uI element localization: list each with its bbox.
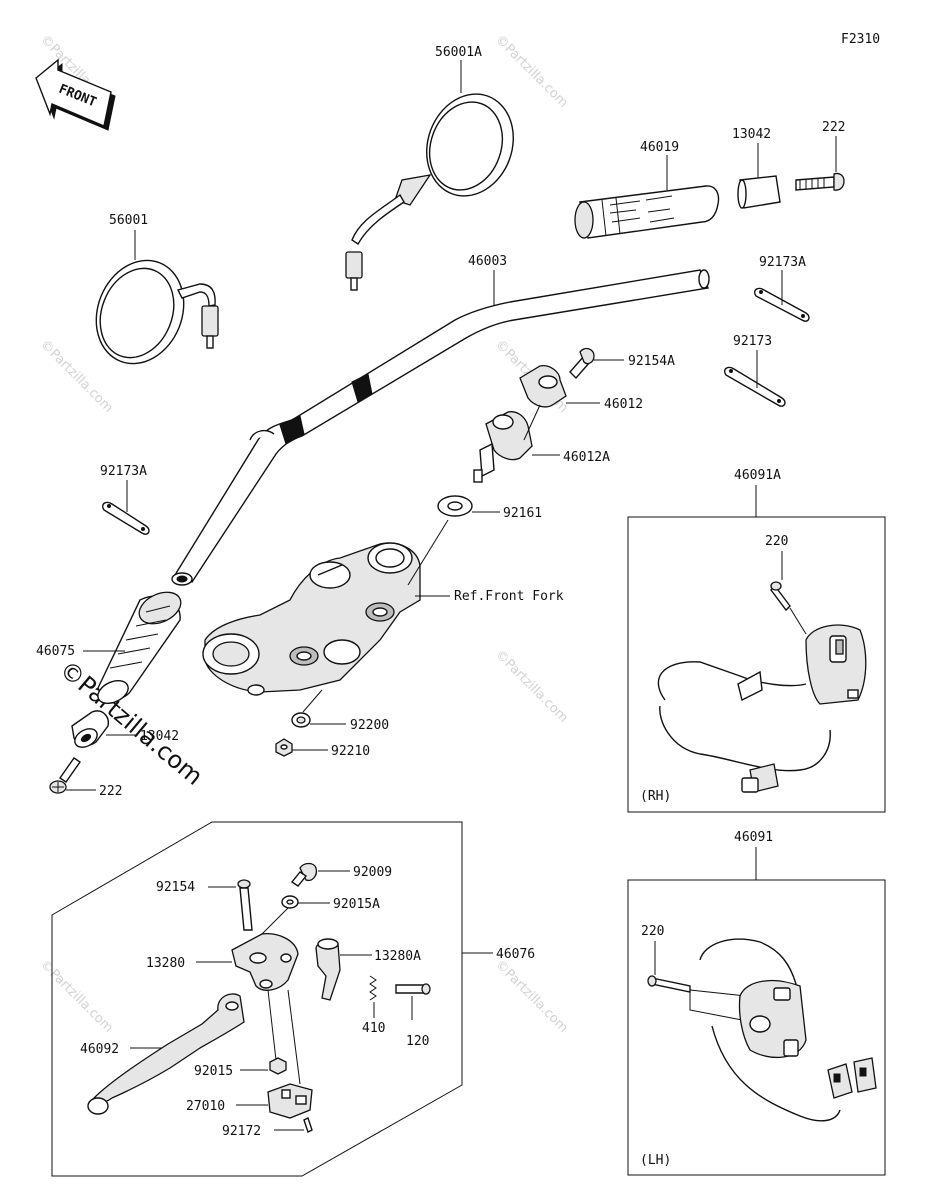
label-ref-front-fork: Ref.Front Fork [454, 589, 564, 604]
watermark-7: ©Partzilla.com [492, 957, 571, 1036]
label-92173: 92173 [733, 334, 772, 349]
triple-clamp [202, 519, 450, 696]
switch-rh-box [627, 516, 886, 813]
switch-rh [657, 581, 867, 793]
switch-27010 [236, 989, 313, 1119]
washer-92015A [261, 895, 330, 935]
label-222-right: 222 [822, 120, 845, 135]
grip-left [83, 591, 182, 705]
screw-left [49, 757, 96, 794]
plate-right [724, 350, 786, 407]
front-arrow-icon: FRONT [35, 58, 116, 131]
lever-46092 [87, 993, 245, 1115]
label-13042-right: 13042 [732, 127, 771, 142]
plate-left [102, 480, 150, 535]
watermark-6: ©Partzilla.com [37, 957, 116, 1036]
label-13280: 13280 [146, 956, 185, 971]
label-410: 410 [362, 1021, 385, 1036]
nut-clamp [275, 738, 328, 757]
label-92172: 92172 [222, 1124, 261, 1139]
bolt-lever [208, 879, 253, 931]
label-220-rh: 220 [765, 534, 788, 549]
label-46012A: 46012A [563, 450, 610, 465]
weight-left [71, 710, 138, 748]
bolt-holder [569, 347, 624, 380]
bracket-13280A [315, 938, 372, 1001]
label-46076: 46076 [496, 947, 535, 962]
bracket-13280 [196, 933, 299, 991]
nut-92015 [240, 989, 287, 1075]
label-lh: (LH) [640, 1153, 671, 1168]
label-92154A: 92154A [628, 354, 675, 369]
watermark-5: ©Partzilla.com [492, 647, 571, 726]
screw-92009 [290, 862, 350, 887]
plate-right-top [754, 270, 810, 322]
label-222-left: 222 [99, 784, 122, 799]
label-92015: 92015 [194, 1064, 233, 1079]
label-27010: 27010 [186, 1099, 225, 1114]
label-220-lh: 220 [641, 924, 664, 939]
label-92173A-left: 92173A [100, 464, 147, 479]
diagram-code: F2310 [841, 32, 880, 47]
mirror-left [95, 230, 219, 365]
label-92015A: 92015A [333, 897, 380, 912]
weight-right [737, 143, 781, 209]
label-56001A: 56001A [435, 45, 482, 60]
label-13280A: 13280A [374, 949, 421, 964]
mirror-right [345, 60, 514, 291]
screw-92172 [274, 1117, 313, 1133]
label-92161: 92161 [503, 506, 542, 521]
label-46092: 46092 [80, 1042, 119, 1057]
washer-holder [437, 495, 500, 517]
label-rh: (RH) [640, 789, 671, 804]
handlebar [171, 269, 710, 586]
switch-lh [647, 938, 877, 1122]
label-92154: 92154 [156, 880, 195, 895]
label-92009: 92009 [353, 865, 392, 880]
holder-upper [519, 365, 600, 408]
screw-right [795, 136, 845, 191]
label-120: 120 [406, 1034, 429, 1049]
washer-clamp [291, 689, 346, 728]
label-46091A: 46091A [734, 468, 781, 483]
label-46075: 46075 [36, 644, 75, 659]
watermark-2: ©Partzilla.com [492, 32, 571, 111]
label-56001: 56001 [109, 213, 148, 228]
label-92210: 92210 [331, 744, 370, 759]
grip-right [574, 155, 720, 239]
holder-lower [473, 404, 560, 483]
label-46019: 46019 [640, 140, 679, 155]
bolt-120 [395, 983, 431, 1020]
switch-lh-box [627, 879, 886, 1176]
label-92173A-right: 92173A [759, 255, 806, 270]
label-46012: 46012 [604, 397, 643, 412]
spring-410 [369, 975, 377, 1018]
label-13042-left: 13042 [140, 729, 179, 744]
label-92200: 92200 [350, 718, 389, 733]
lever-assy-box [51, 821, 463, 1177]
label-46003: 46003 [468, 254, 507, 269]
label-46091: 46091 [734, 830, 773, 845]
